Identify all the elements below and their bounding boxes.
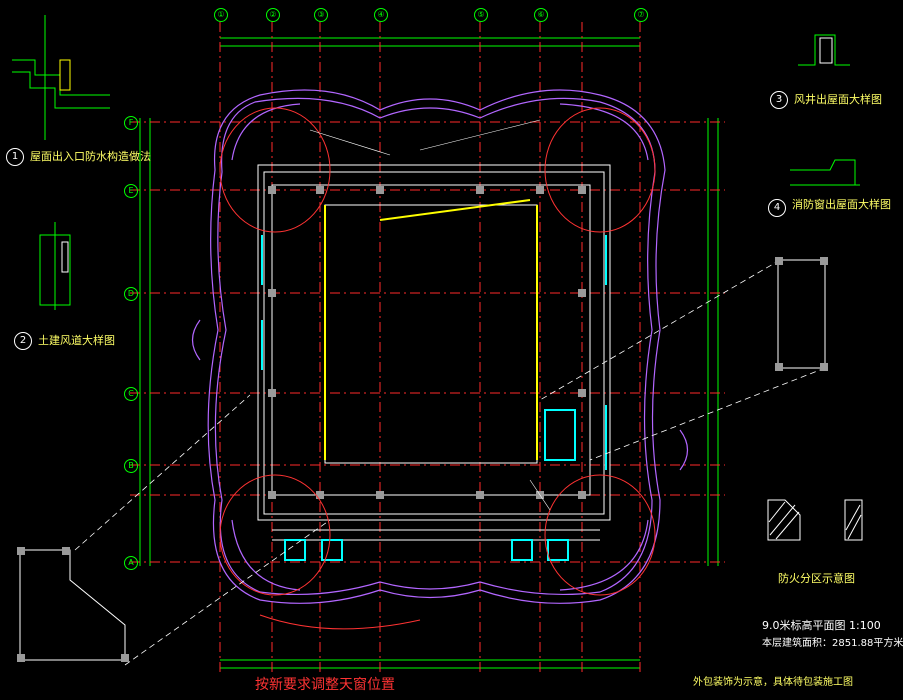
detail-sketch-3: [798, 34, 850, 66]
axis-bubble-row-e: E: [124, 184, 138, 198]
fire-zone-sketch-right: [775, 257, 828, 371]
cladding-note: 外包装饰为示意，具体待包装施工图: [693, 677, 853, 688]
axis-bubble-row-c: C: [124, 387, 138, 401]
detail-sketch-1: [12, 15, 110, 140]
revision-clouds: [219, 107, 656, 630]
skylight-outline: [324, 199, 538, 460]
cladding-outline: [191, 89, 689, 604]
axis-bubble-row-d: D: [124, 287, 138, 301]
detail-sketch-2: [39, 222, 71, 310]
axis-bubble-col-3: ③: [314, 8, 328, 22]
plan-scale: 1:100: [849, 619, 881, 632]
columns: [268, 186, 586, 499]
fire-zone-legend: [767, 499, 863, 541]
walls: [257, 164, 611, 541]
axis-bubble-col-4: ④: [374, 8, 388, 22]
detail-sketch-4: [790, 159, 860, 186]
axis-bubble-col-6: ⑥: [534, 8, 548, 22]
area-note: 本层建筑面积：2851.88平方米: [762, 638, 903, 649]
detail-number-1: 1: [6, 148, 24, 166]
windows: [261, 235, 607, 561]
plan-title-text: 9.0米标高平面图: [762, 619, 846, 632]
detail-title-1: 屋面出入口防水构造做法: [30, 150, 151, 163]
axis-bubble-col-7: ⑦: [634, 8, 648, 22]
axis-bubble-row-f: F: [124, 116, 138, 130]
dimension-frame: [139, 37, 719, 669]
axis-bubble-col-2: ②: [266, 8, 280, 22]
detail-number-2: 2: [14, 332, 32, 350]
callout-lines: [74, 259, 826, 666]
detail-number-4: 4: [768, 199, 786, 217]
detail-title-3: 风井出屋面大样图: [794, 93, 882, 106]
fire-zone-sketch-left: [17, 547, 129, 662]
axis-bubble-row-b: B: [124, 459, 138, 473]
detail-title-4: 消防窗出屋面大样图: [792, 198, 891, 211]
axis-bubble-row-a: A: [124, 556, 138, 570]
plan-title: 9.0米标高平面图 1:100: [762, 620, 881, 631]
axis-bubble-col-1: ①: [214, 8, 228, 22]
skylight-revision-note: 按新要求调整天窗位置: [255, 677, 395, 693]
fire-zone-caption: 防火分区示意图: [778, 572, 855, 585]
axis-bubble-col-5: ⑤: [474, 8, 488, 22]
detail-title-2: 土建风道大样图: [38, 334, 115, 347]
leader-lines: [309, 119, 551, 511]
axis-grid: [130, 22, 725, 672]
detail-number-3: 3: [770, 91, 788, 109]
